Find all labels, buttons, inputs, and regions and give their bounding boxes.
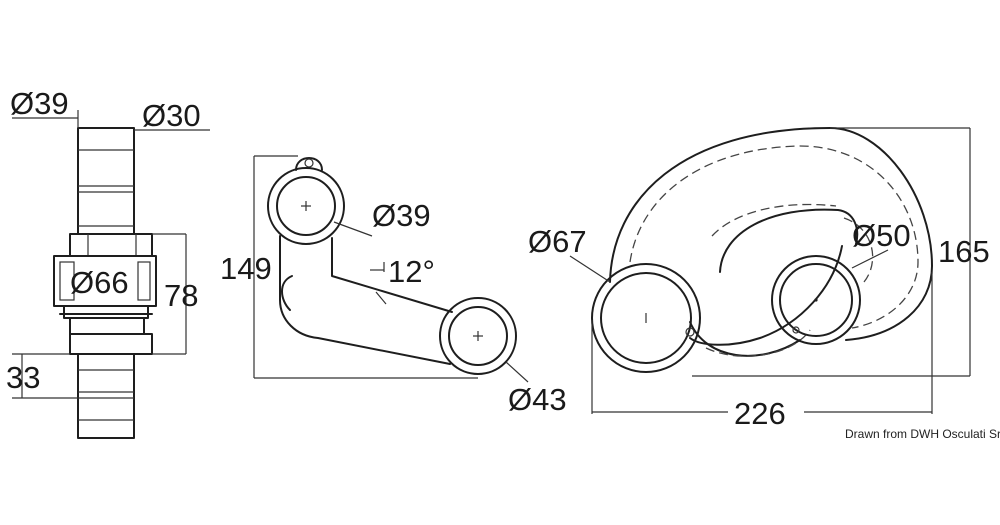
front-view (569, 127, 971, 414)
top-view (253, 155, 529, 383)
credit-text: Drawn from DWH Osculati Srl (845, 427, 1000, 441)
dim-height-78: 78 (164, 278, 198, 313)
dim-diameter-39-left: Ø39 (10, 86, 69, 121)
dim-height-165: 165 (938, 234, 990, 269)
dim-diameter-30: Ø30 (142, 98, 201, 133)
dim-angle-12: 12° (388, 254, 435, 289)
dim-height-33: 33 (6, 360, 40, 395)
dim-diameter-67: Ø67 (528, 224, 587, 259)
dim-width-226: 226 (734, 396, 786, 431)
dim-diameter-50: Ø50 (852, 218, 911, 253)
dim-diameter-39-middle: Ø39 (372, 198, 431, 233)
dim-length-149: 149 (220, 251, 272, 286)
dim-diameter-66: Ø66 (70, 265, 129, 300)
side-view (12, 110, 210, 439)
dim-diameter-43: Ø43 (508, 382, 567, 417)
